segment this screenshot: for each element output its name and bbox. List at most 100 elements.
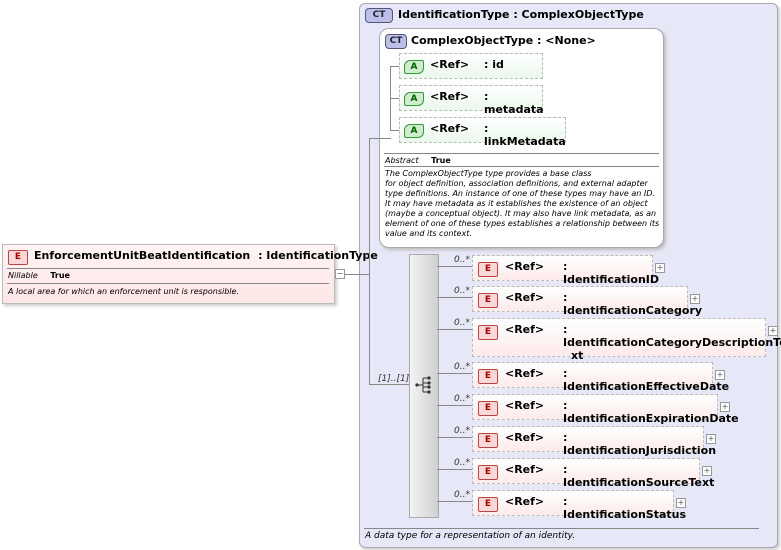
- inner-type-divider: [384, 153, 659, 154]
- abstract-key: Abstract: [385, 156, 419, 165]
- child-ref: <Ref>: [505, 495, 545, 508]
- child-ref: <Ref>: [505, 291, 545, 304]
- child-element[interactable]: E <Ref> : IdentificationJurisdiction: [472, 426, 716, 457]
- inner-type-doc: The ComplexObjectType type provides a ba…: [385, 169, 659, 239]
- sequence-compositor[interactable]: [409, 254, 439, 518]
- child-ref: <Ref>: [505, 399, 545, 412]
- attribute-ref: <Ref>: [430, 58, 470, 71]
- child-multiplicity: 0..*: [454, 426, 470, 436]
- child-multiplicity: 0..*: [454, 286, 470, 296]
- child-multiplicity: 0..*: [454, 490, 470, 500]
- root-connector: [369, 138, 391, 139]
- attribute-ref: <Ref>: [430, 90, 470, 103]
- child-name-line1: : IdentificationStatus: [563, 495, 687, 521]
- child-connector: [437, 405, 472, 406]
- nillable-val: True: [50, 271, 70, 280]
- nillable-key: Nillable: [8, 271, 38, 280]
- child-name: : IdentificationExpirationDate: [563, 399, 739, 438]
- expand-toggle[interactable]: +: [676, 498, 686, 508]
- sequence-icon: [415, 376, 431, 394]
- child-multiplicity: 0..*: [454, 458, 470, 468]
- root-element[interactable]: E EnforcementUnitBeatIdentification : Id…: [2, 244, 378, 304]
- child-name-line1: : IdentificationSourceText: [563, 463, 715, 489]
- attribute-name: : id: [484, 58, 504, 71]
- child-element[interactable]: E <Ref> : IdentificationEffectiveDate: [472, 362, 729, 393]
- root-name: EnforcementUnitBeatIdentification: [34, 249, 251, 262]
- child-connector: [437, 469, 472, 470]
- ct-icon: CT: [365, 8, 393, 23]
- doc-line: type definitions. An instance of one of …: [385, 189, 655, 198]
- child-ref: <Ref>: [505, 323, 545, 336]
- abstract-val: True: [431, 156, 451, 165]
- child-ref: <Ref>: [505, 431, 545, 444]
- inner-type-title: ComplexObjectType : <None>: [411, 34, 596, 47]
- child-element[interactable]: E <Ref> : IdentificationID: [472, 255, 659, 286]
- doc-line: element of one of these types establishe…: [385, 219, 660, 228]
- attribute-id[interactable]: A <Ref> : id: [399, 53, 543, 79]
- element-icon: E: [478, 369, 498, 384]
- expand-toggle[interactable]: +: [715, 370, 725, 380]
- outer-type-title: IdentificationType : ComplexObjectType: [398, 8, 644, 21]
- doc-line: It may have metadata as it establishes t…: [385, 199, 648, 208]
- element-icon: E: [478, 325, 498, 340]
- child-connector: [437, 501, 472, 502]
- child-multiplicity: 0..*: [454, 318, 470, 328]
- element-icon: E: [478, 465, 498, 480]
- child-connector: [437, 329, 472, 330]
- collapse-toggle[interactable]: −: [335, 269, 345, 279]
- inner-ct-icon: CT: [385, 34, 407, 49]
- sequence-multiplicity: [1]..[1]: [378, 374, 410, 384]
- child-name-line1: : IdentificationExpirationDate: [563, 399, 739, 425]
- element-icon: E: [478, 433, 498, 448]
- child-ref: <Ref>: [505, 260, 545, 273]
- child-name: : IdentificationCategory: [563, 291, 702, 330]
- child-multiplicity: 0..*: [454, 362, 470, 372]
- child-ref: <Ref>: [505, 463, 545, 476]
- attribute-icon: A: [404, 92, 424, 106]
- root-divider: [7, 268, 329, 269]
- expand-toggle[interactable]: +: [768, 326, 778, 336]
- element-icon: E: [478, 262, 498, 277]
- element-icon: E: [478, 401, 498, 416]
- attribute-name: : metadata: [484, 90, 544, 116]
- expand-toggle[interactable]: +: [706, 434, 716, 444]
- child-ref: <Ref>: [505, 367, 545, 380]
- expand-toggle[interactable]: +: [655, 263, 665, 273]
- child-name: : IdentificationID: [563, 260, 659, 299]
- doc-line: value and its context.: [385, 229, 472, 238]
- child-element[interactable]: E <Ref> : IdentificationSourceText: [472, 458, 714, 489]
- nillable-row: Nillable True: [8, 271, 70, 280]
- root-connector: [369, 138, 370, 385]
- root-title: EnforcementUnitBeatIdentification : Iden…: [34, 249, 378, 262]
- child-name-line1: : IdentificationJurisdiction: [563, 431, 717, 457]
- element-icon: E: [8, 250, 28, 265]
- expand-toggle[interactable]: +: [690, 294, 700, 304]
- child-name-line1: : IdentificationEffectiveDate: [563, 367, 730, 393]
- child-element[interactable]: E <Ref> : IdentificationStatus: [472, 490, 686, 521]
- child-name-line1: : IdentificationCategoryDescriptionTe: [563, 323, 781, 349]
- doc-line: for object definition, association defin…: [385, 179, 648, 188]
- child-name: : IdentificationCategoryDescriptionTe xt: [563, 323, 781, 362]
- child-element[interactable]: E <Ref> : IdentificationCategoryDescript…: [472, 318, 781, 362]
- child-connector: [437, 297, 472, 298]
- child-name-line1: : IdentificationID: [563, 260, 660, 286]
- root-type: : IdentificationType: [258, 249, 378, 262]
- child-element[interactable]: E <Ref> : IdentificationExpirationDate: [472, 394, 739, 425]
- expand-toggle[interactable]: +: [702, 466, 712, 476]
- child-connector: [437, 373, 472, 374]
- child-connector: [437, 437, 472, 438]
- child-multiplicity: 0..*: [454, 255, 470, 265]
- attribute-metadata[interactable]: A <Ref> : metadata: [399, 85, 544, 116]
- doc-line: The ComplexObjectType type provides a ba…: [385, 169, 592, 178]
- child-element[interactable]: E <Ref> : IdentificationCategory: [472, 286, 702, 317]
- expand-toggle[interactable]: +: [720, 402, 730, 412]
- child-name: : IdentificationSourceText: [563, 463, 714, 502]
- attribute-name: : linkMetadata: [484, 122, 566, 148]
- root-doc: A local area for which an enforcement un…: [8, 287, 239, 296]
- root-connector: [369, 384, 409, 385]
- outer-type-doc: A data type for a representation of an i…: [365, 531, 576, 541]
- attribute-linkmetadata[interactable]: A <Ref> : linkMetadata: [399, 117, 566, 148]
- child-connector: [437, 266, 472, 267]
- element-icon: E: [478, 497, 498, 512]
- child-name-line1: : IdentificationCategory: [563, 291, 703, 317]
